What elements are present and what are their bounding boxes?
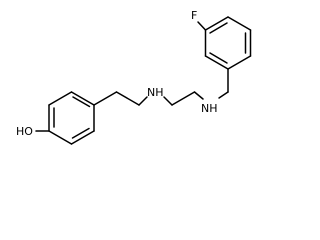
structure-diagram: HO NH NH F (16, 9, 252, 145)
fluorophenyl-ring (204, 16, 252, 70)
chain-bond-5 (171, 91, 196, 106)
fluoro-double-2 (209, 22, 228, 34)
amine-left-label: NH (147, 86, 164, 99)
hydroxyl-label: HO (16, 125, 33, 138)
molecule-drawing: HO NH NH F (16, 9, 252, 145)
phenol-bond-3 (70, 130, 95, 145)
chain-bond-4 (163, 96, 173, 106)
fluoro-ring-bond-3 (204, 16, 229, 31)
phenol-double-2 (71, 127, 90, 139)
phenol-bond-4 (48, 130, 73, 145)
chain-bond-1 (93, 91, 118, 106)
chain-bond-6 (193, 91, 204, 100)
fluoro-ring-bond-6 (227, 55, 252, 70)
fluoro-ring-bond-4 (227, 16, 252, 31)
chain-bond-3 (138, 96, 148, 106)
phenol-bond-1 (70, 91, 95, 106)
amine-right-label: NH (201, 102, 218, 115)
chain-bond-7 (218, 91, 229, 99)
fluoro-double-1 (209, 52, 228, 64)
phenol-ring (48, 91, 95, 145)
phenol-bond-6 (48, 91, 73, 106)
fluoro-label: F (191, 9, 197, 22)
fluoro-ring-bond-1 (204, 55, 229, 70)
chain-bond-2 (115, 91, 140, 106)
phenol-double-1 (72, 96, 91, 108)
fluoro-bond (197, 21, 207, 31)
